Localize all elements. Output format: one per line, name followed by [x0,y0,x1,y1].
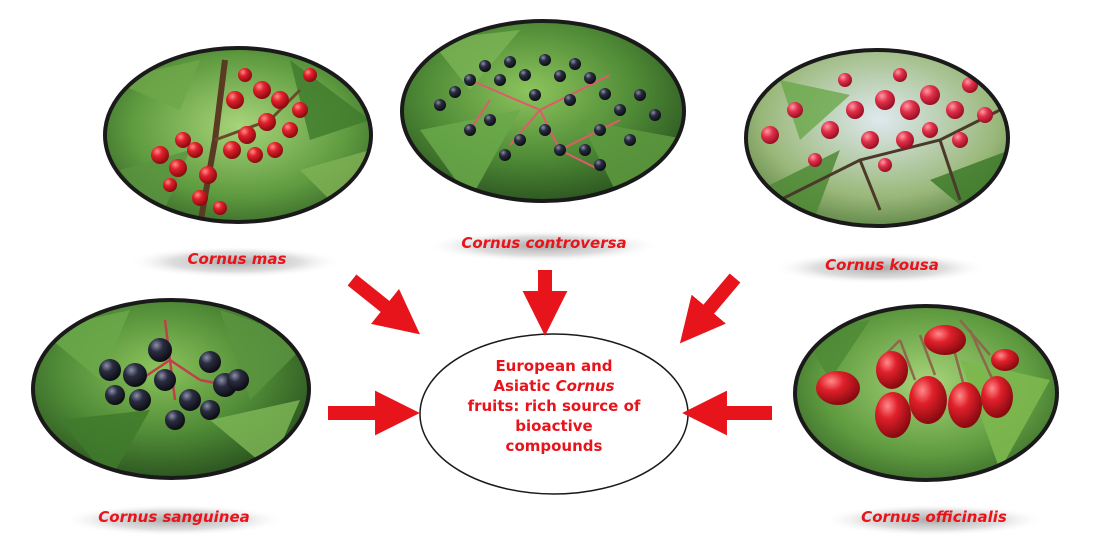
center-line-5: compounds [505,437,603,455]
label-cornus-mas: Cornus mas [187,250,287,268]
label-shadow-controversa [425,230,661,262]
photo-cornus-mas [103,46,373,224]
center-line-2: Asiatic Cornus [430,376,678,396]
label-cornus-sanguinea: Cornus sanguinea [98,508,250,526]
label-cornus-controversa: Cornus controversa [461,234,627,252]
center-caption: European and Asiatic Cornus fruits: rich… [430,356,678,456]
photo-cornus-controversa [400,19,686,203]
label-shadow-sanguinea [62,504,286,536]
photo-cornus-kousa [744,48,1010,228]
label-cornus-kousa: Cornus kousa [825,256,939,274]
center-line-3: fruits: rich source of [467,397,641,415]
photo-cornus-officinalis [793,304,1059,482]
label-shadow-mas [127,246,343,278]
photo-cornus-sanguinea [31,298,311,480]
label-shadow-kousa [772,252,988,284]
arrow-kousa-to-center [679,273,741,344]
label-shadow-officinalis [822,504,1046,536]
center-line-2b: Cornus [555,377,615,395]
center-line-2a: Asiatic [493,377,556,395]
label-cornus-officinalis: Cornus officinalis [861,508,1007,526]
arrow-mas-to-center [347,274,420,335]
center-line-4: bioactive [515,417,593,435]
center-line-1: European and [495,357,613,375]
